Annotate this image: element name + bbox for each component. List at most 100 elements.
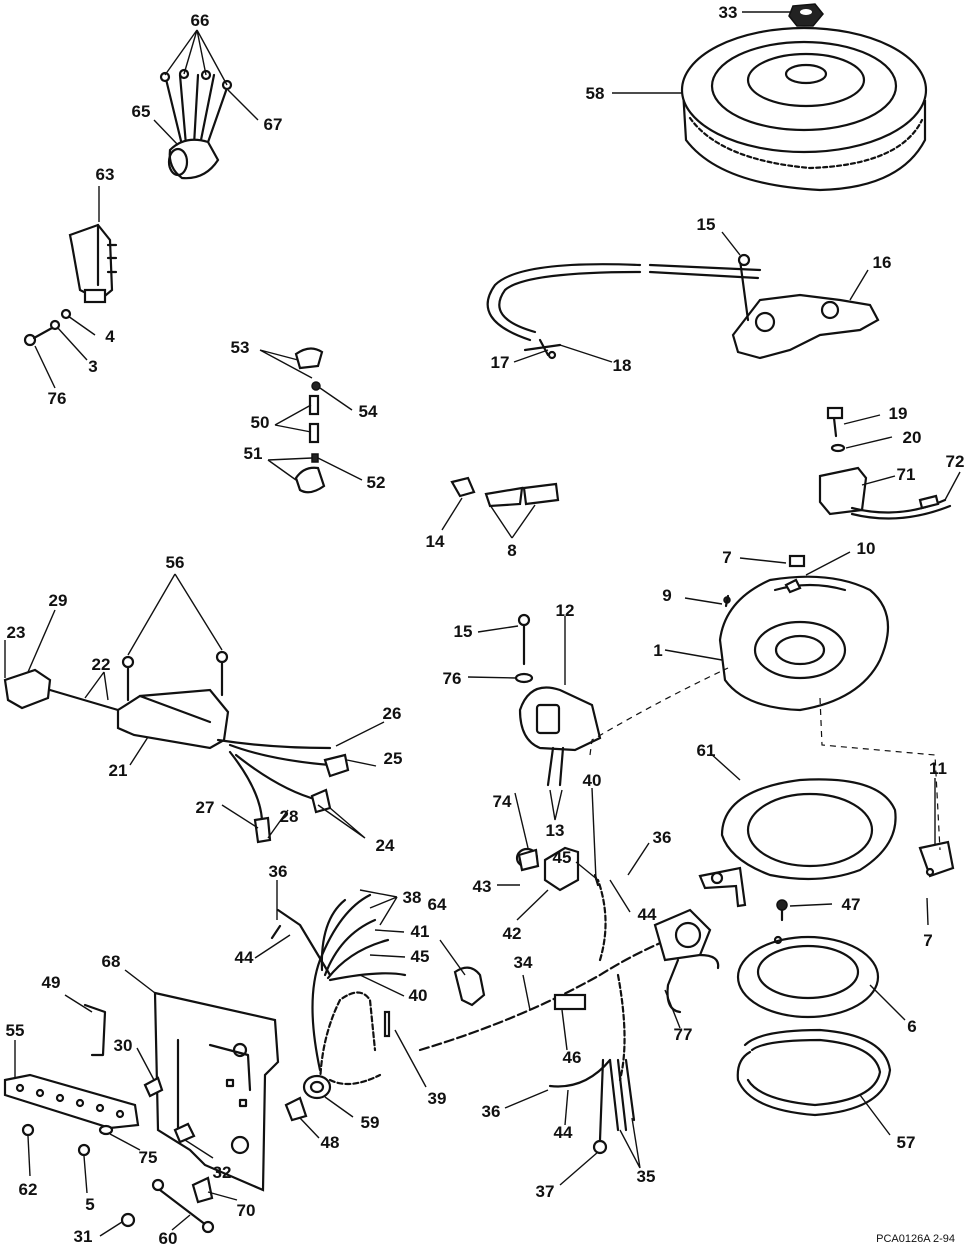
callout-49: 49 — [42, 973, 61, 992]
callout-45: 45 — [553, 848, 572, 867]
callout-67: 67 — [264, 115, 283, 134]
callout-29: 29 — [49, 591, 68, 610]
callout-60: 60 — [159, 1229, 178, 1247]
callout-59: 59 — [361, 1113, 380, 1132]
callout-6: 6 — [907, 1017, 916, 1036]
callout-47: 47 — [842, 895, 861, 914]
wiring-harness-part — [418, 878, 720, 1155]
solenoid-part — [159, 68, 233, 180]
clip-part — [918, 840, 955, 878]
callout-33: 33 — [719, 3, 738, 22]
callout-35: 35 — [637, 1167, 656, 1186]
callout-51: 51 — [244, 444, 263, 463]
bracket-clip-part — [83, 1003, 107, 1057]
timer-base-part — [486, 253, 880, 360]
fastener-part — [21, 578, 802, 1234]
flywheel-part — [680, 26, 928, 192]
callout-23: 23 — [7, 623, 26, 642]
sensor-ring-part — [736, 899, 880, 1019]
rectifier-part — [68, 223, 118, 304]
callout-7: 7 — [722, 548, 731, 567]
callout-48: 48 — [321, 1133, 340, 1152]
callout-24: 24 — [376, 836, 395, 855]
callout-labels: 33 58 66 65 67 63 4 3 76 15 16 17 18 53 … — [6, 3, 965, 1247]
callout-16: 16 — [873, 253, 892, 272]
callout-55: 55 — [6, 1021, 25, 1040]
callout-32: 32 — [213, 1163, 232, 1182]
callout-36: 36 — [653, 828, 672, 847]
callout-74: 74 — [493, 792, 512, 811]
callout-20: 20 — [903, 428, 922, 447]
lead-part — [450, 476, 560, 508]
callout-15: 15 — [697, 215, 716, 234]
callout-13: 13 — [546, 821, 565, 840]
callout-18: 18 — [613, 356, 632, 375]
callout-56: 56 — [166, 553, 185, 572]
callout-66: 66 — [191, 11, 210, 30]
rectifier-screw-part — [23, 308, 72, 347]
callout-40: 40 — [583, 771, 602, 790]
callout-72: 72 — [946, 452, 965, 471]
callout-43: 43 — [473, 877, 492, 896]
callout-22: 22 — [92, 655, 111, 674]
callout-36: 36 — [269, 862, 288, 881]
callout-21: 21 — [109, 761, 128, 780]
callout-30: 30 — [114, 1036, 133, 1055]
callout-71: 71 — [897, 465, 916, 484]
callout-57: 57 — [897, 1133, 916, 1152]
callout-4: 4 — [105, 327, 115, 346]
callout-75: 75 — [139, 1148, 158, 1167]
callout-10: 10 — [857, 539, 876, 558]
callout-36: 36 — [482, 1102, 501, 1121]
callout-38: 38 — [403, 888, 422, 907]
callout-19: 19 — [889, 404, 908, 423]
drawing-code: PCA0126A 2-94 — [876, 1233, 955, 1245]
ignition-coil-part — [514, 613, 602, 787]
callout-76: 76 — [443, 669, 462, 688]
callout-45: 45 — [411, 947, 430, 966]
callout-39: 39 — [428, 1089, 447, 1108]
mounting-bracket-part — [153, 991, 280, 1192]
leader-lines — [4, 11, 961, 1237]
wire-bundle-part — [276, 893, 486, 1092]
callout-64: 64 — [428, 895, 447, 914]
callout-15: 15 — [454, 622, 473, 641]
callout-62: 62 — [19, 1180, 38, 1199]
callout-1: 1 — [653, 641, 662, 660]
callout-17: 17 — [491, 353, 510, 372]
callout-44: 44 — [235, 948, 254, 967]
sensor-part — [818, 406, 952, 520]
callout-68: 68 — [102, 952, 121, 971]
callout-5: 5 — [85, 1195, 94, 1214]
callout-37: 37 — [536, 1182, 555, 1201]
callout-9: 9 — [662, 586, 671, 605]
flywheel-nut-part — [788, 3, 824, 27]
retaining-ring-part — [736, 1028, 892, 1117]
armature-plate-part — [718, 554, 890, 712]
callout-70: 70 — [237, 1201, 256, 1220]
callout-52: 52 — [367, 473, 386, 492]
callout-26: 26 — [383, 704, 402, 723]
callout-28: 28 — [280, 807, 299, 826]
power-pack-part — [3, 650, 350, 844]
callout-53: 53 — [231, 338, 250, 357]
callout-77: 77 — [674, 1025, 693, 1044]
callout-58: 58 — [586, 84, 605, 103]
terminal-block-part — [3, 1073, 140, 1130]
callout-44: 44 — [554, 1123, 573, 1142]
callout-76: 76 — [48, 389, 67, 408]
callout-46: 46 — [563, 1048, 582, 1067]
callout-12: 12 — [556, 601, 575, 620]
callout-54: 54 — [359, 402, 378, 421]
callout-40: 40 — [409, 986, 428, 1005]
callout-41: 41 — [411, 922, 430, 941]
callout-42: 42 — [503, 924, 522, 943]
callout-14: 14 — [426, 532, 445, 551]
callout-65: 65 — [132, 102, 151, 121]
callout-63: 63 — [96, 165, 115, 184]
callout-50: 50 — [251, 413, 270, 432]
callout-34: 34 — [514, 953, 533, 972]
callout-7: 7 — [923, 931, 932, 950]
callout-31: 31 — [74, 1227, 93, 1246]
